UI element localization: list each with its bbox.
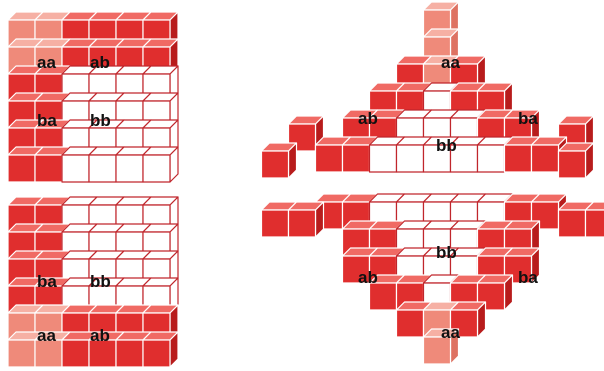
label-ab: ab: [90, 326, 110, 345]
label-bb: bb: [90, 111, 111, 130]
left-top-block: aa ab ba bb: [8, 12, 178, 182]
label-aa: aa: [441, 53, 460, 72]
label-bb: bb: [436, 136, 457, 155]
red-cube: [586, 202, 604, 237]
label-ba: ba: [37, 272, 57, 291]
label-aa: aa: [37, 53, 56, 72]
label-aa: aa: [441, 323, 460, 342]
left-bottom-block: ba bb aa ab: [8, 197, 178, 367]
red-cube: [262, 143, 297, 178]
right-top-block: aa ab ba bb: [262, 2, 594, 178]
label-ab: ab: [358, 268, 378, 287]
red-cube: [289, 202, 324, 237]
label-ba: ba: [37, 111, 57, 130]
label-ba: ba: [518, 268, 538, 287]
label-bb: bb: [436, 243, 457, 262]
red-cube: [143, 332, 178, 367]
label-aa: aa: [37, 326, 56, 345]
right-bottom-block: bb ab ba aa: [262, 194, 604, 364]
label-ab: ab: [90, 53, 110, 72]
red-cube: [559, 143, 594, 178]
white-cube: [143, 147, 178, 182]
label-ba: ba: [518, 109, 538, 128]
label-bb: bb: [90, 272, 111, 291]
label-ab: ab: [358, 109, 378, 128]
